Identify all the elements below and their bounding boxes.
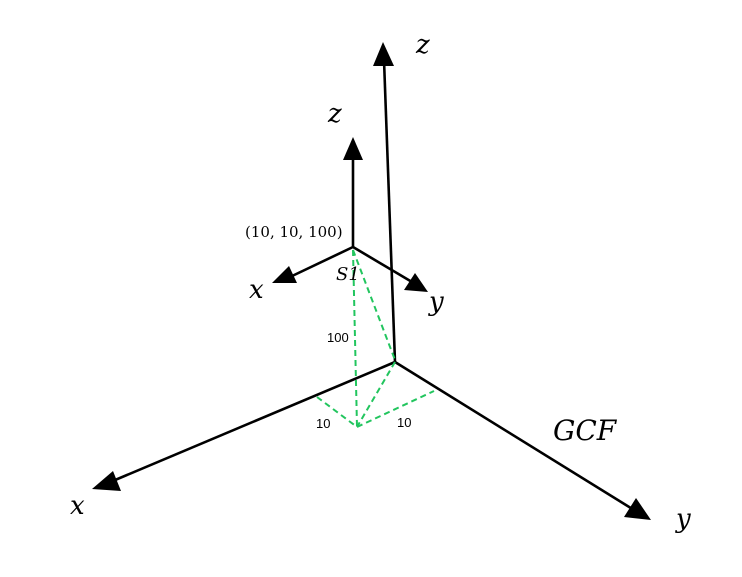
s1-frame-name: S1	[336, 264, 360, 285]
s1-x-arrowhead	[272, 266, 297, 283]
construction-lines	[316, 249, 435, 428]
global-frame	[92, 42, 651, 520]
local-frame-s1	[272, 137, 428, 292]
origin-to-foot-dashed-line	[356, 361, 396, 428]
s1-origin-coordinates: (10, 10, 100)	[245, 223, 343, 241]
global-z-label: z	[415, 30, 430, 60]
global-x-label: x	[70, 491, 85, 521]
y-offset-dashed-line	[356, 390, 435, 428]
global-z-arrowhead	[373, 42, 394, 66]
s1-y-arrowhead	[404, 273, 428, 292]
s1-x-axis	[289, 245, 354, 279]
s1-z-arrowhead	[343, 137, 363, 160]
s1-z-label: z	[327, 99, 342, 129]
x-offset-dashed-line	[316, 396, 358, 428]
height-dimension-label: 100	[327, 330, 349, 345]
s1-x-label: x	[249, 275, 264, 305]
global-x-arrowhead	[92, 471, 121, 491]
global-y-axis	[394, 360, 635, 512]
global-x-axis	[107, 360, 396, 485]
y-offset-dimension-label: 10	[397, 415, 411, 430]
s1-y-label: y	[428, 287, 444, 317]
x-offset-dimension-label: 10	[316, 416, 330, 431]
global-y-arrowhead	[624, 498, 651, 520]
global-z-axis	[382, 59, 397, 363]
s1-y-axis	[352, 245, 413, 284]
global-y-label: y	[675, 504, 691, 534]
global-frame-name: GCF	[553, 414, 618, 447]
